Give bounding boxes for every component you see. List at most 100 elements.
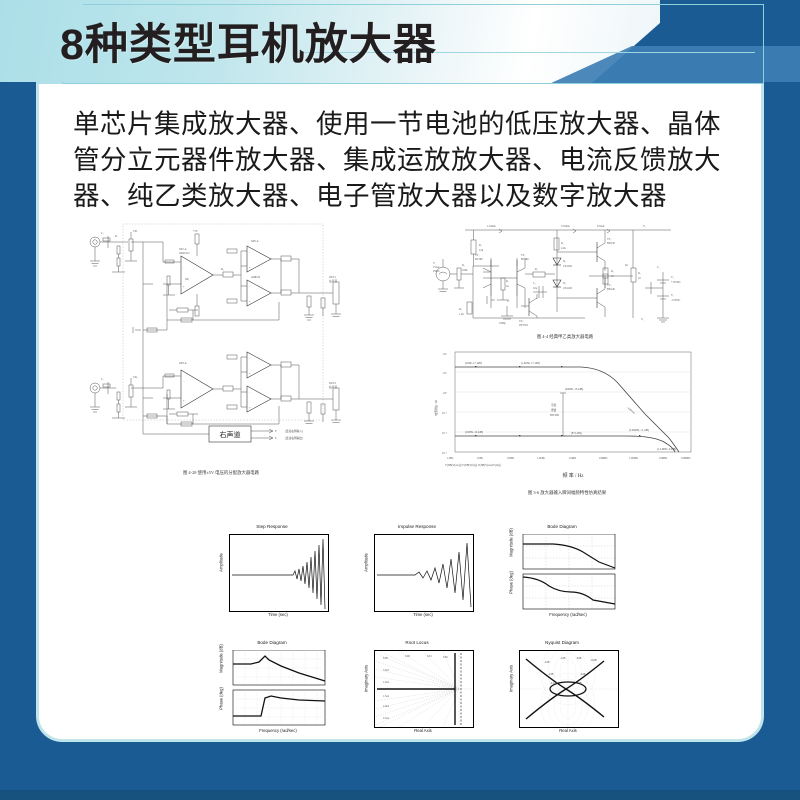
svg-text:V(DB(V(out))) V(DB(V(in))) V(D: V(DB(V(out))) V(DB(V(in))) V(DB(V(out)/V…	[445, 464, 501, 467]
svg-text:10: 10	[611, 275, 614, 278]
svg-text:电压增益 / dB: 电压增益 / dB	[434, 400, 438, 416]
svg-text:1N4148: 1N4148	[563, 287, 572, 290]
svg-text:+: +	[249, 407, 251, 410]
svg-text:+15VDC: +15VDC	[671, 281, 681, 284]
header-underline-rule	[300, 52, 755, 53]
schematic-svg-1: C₁ R₁ VR₁	[89, 223, 341, 443]
svg-text:-2dB: -2dB	[544, 661, 550, 664]
svg-text:−: −	[183, 266, 185, 269]
svg-text:R₃: R₃	[506, 280, 509, 283]
plot-axes	[229, 650, 327, 726]
svg-text:F₁: F₁	[275, 430, 277, 433]
svg-text:带宽: 带宽	[551, 403, 557, 407]
svg-text:2N3704: 2N3704	[519, 324, 528, 327]
plot-ylabel-phase: Phase (deg)	[508, 571, 514, 594]
plot-xlabel: Frequency (rad/sec)	[259, 728, 297, 733]
chart-annotation-0: (20Hz, 17.1dB)	[465, 362, 482, 365]
svg-text:10⁻¹: 10⁻¹	[442, 412, 447, 415]
plot-title: Impulse Response	[397, 524, 437, 529]
svg-text:R₄: R₄	[561, 242, 564, 245]
svg-text:OP3-A: OP3-A	[179, 362, 187, 365]
svg-text:−: −	[249, 357, 251, 360]
svg-text:+: +	[249, 267, 251, 270]
plot-axes	[519, 534, 617, 610]
svg-text:R₂: R₂	[462, 264, 465, 267]
svg-text:12k: 12k	[479, 249, 484, 252]
page-title: 8种类型耳机放大器	[60, 21, 437, 69]
plot-bode-bottom: Bode Diagram	[207, 640, 337, 739]
plot-xlabel: Real Axis	[559, 728, 577, 733]
svg-text:100MHz: 100MHz	[681, 457, 691, 460]
plot-title: Root Locus	[405, 640, 429, 645]
svg-text:-15VDC: -15VDC	[671, 299, 680, 302]
bode-chart-svg: 10² 10¹ 10⁰ 10⁻¹ 10⁻² 10⁻³ 电压增益 / dB	[434, 351, 691, 479]
svg-text:0.82: 0.82	[443, 656, 448, 659]
figure-bode-frequency-response: 10² 10¹ 10⁰ 10⁻¹ 10⁻² 10⁻³ 电压增益 / dB	[431, 346, 703, 506]
svg-text:0.91: 0.91	[427, 655, 432, 658]
svg-text:BC560: BC560	[521, 258, 529, 261]
plot-title: Bode Diagram	[257, 640, 287, 645]
svg-text:1.0Hz: 1.0Hz	[447, 457, 454, 460]
svg-text:-0.5dB: -0.5dB	[550, 682, 558, 685]
svg-text:VT₃: VT₃	[607, 238, 612, 241]
svg-text:9.5mA: 9.5mA	[597, 225, 604, 228]
plot-title: Bode Diagram	[547, 524, 577, 529]
svg-text:OP1-A: OP1-A	[179, 248, 187, 251]
svg-text:−: −	[249, 251, 251, 254]
svg-text:10p: 10p	[533, 287, 538, 290]
chart-annotation-4: (872.4Hz)	[571, 432, 582, 435]
plot-axes	[229, 534, 329, 612]
svg-text:F₂: F₂	[275, 437, 277, 440]
svg-text:OUT2: OUT2	[329, 382, 337, 385]
svg-text:R₆: R₆	[221, 268, 224, 271]
svg-text:C₄: C₄	[101, 378, 104, 381]
svg-text:10⁻²: 10⁻²	[442, 432, 447, 435]
slide-header: 8种类型耳机放大器	[0, 0, 800, 90]
plot-ylabel: Amplitude	[363, 553, 369, 572]
svg-text:C₂: C₂	[533, 282, 536, 285]
plot-svg	[377, 542, 472, 608]
figure-caption-3: 图 3-6 放大器输入瞬间幅频特性仿真结果	[527, 490, 607, 495]
svg-text:1000p: 1000p	[499, 322, 506, 325]
svg-text:1VAC: 1VAC	[433, 266, 440, 269]
content-panel: 单芯片集成放大器、使用一节电池的低压放大器、晶体管分立元器件放大器、集成运放放大…	[36, 84, 764, 742]
svg-text:(连接右侧输出): (连接右侧输出)	[285, 436, 303, 440]
svg-text:R₁: R₁	[479, 244, 482, 247]
svg-text:-10dB: -10dB	[590, 659, 597, 662]
svg-text:VT₅: VT₅	[519, 320, 524, 323]
matlab-plot-grid: Step Response Time (sec) Amplitude Impul…	[207, 524, 627, 739]
svg-text:100Hz: 100Hz	[507, 457, 515, 460]
svg-text:+: +	[249, 301, 251, 304]
svg-text:AD8512: AD8512	[251, 276, 261, 279]
plot-axes	[374, 534, 474, 612]
svg-text:2.5e4: 2.5e4	[383, 717, 390, 720]
svg-text:−: −	[249, 391, 251, 394]
svg-text:0.98: 0.98	[383, 657, 388, 660]
figure-caption-2: 图 4-4 经典甲乙类放大器电路	[536, 334, 594, 339]
svg-text:BW3dB: BW3dB	[550, 414, 559, 417]
svg-text:R₁: R₁	[115, 235, 118, 238]
svg-text:2.2k: 2.2k	[561, 247, 566, 250]
plot-impulse-response: Impulse Response Time (sec) Amplitude	[352, 524, 482, 624]
svg-text:-2dB: -2dB	[548, 673, 554, 676]
plot-root-locus: Root Locus	[352, 640, 482, 739]
svg-text:R₆: R₆	[611, 270, 614, 273]
svg-text:(连接右侧输入): (连接右侧输入)	[285, 429, 303, 433]
right-blue-accent-bar	[764, 82, 800, 782]
svg-text:-4dB: -4dB	[560, 657, 566, 660]
svg-text:10Hz: 10Hz	[477, 457, 484, 460]
left-blue-accent-bar	[0, 82, 36, 782]
svg-text:VR₂: VR₂	[133, 376, 138, 379]
svg-text:10¹: 10¹	[443, 372, 447, 375]
svg-text:10⁻³: 10⁻³	[442, 452, 447, 455]
svg-text:1.0e4: 1.0e4	[383, 681, 390, 684]
svg-text:D₁: D₁	[563, 260, 566, 263]
figure-caption-1: 图 4-28 使用±5V 电压的分配放大器电路	[182, 470, 260, 475]
chart-annotation-2: (20kHz, 13.2dB)	[565, 388, 583, 391]
svg-text:2.0e4: 2.0e4	[383, 705, 390, 708]
svg-text:+: +	[183, 286, 185, 289]
